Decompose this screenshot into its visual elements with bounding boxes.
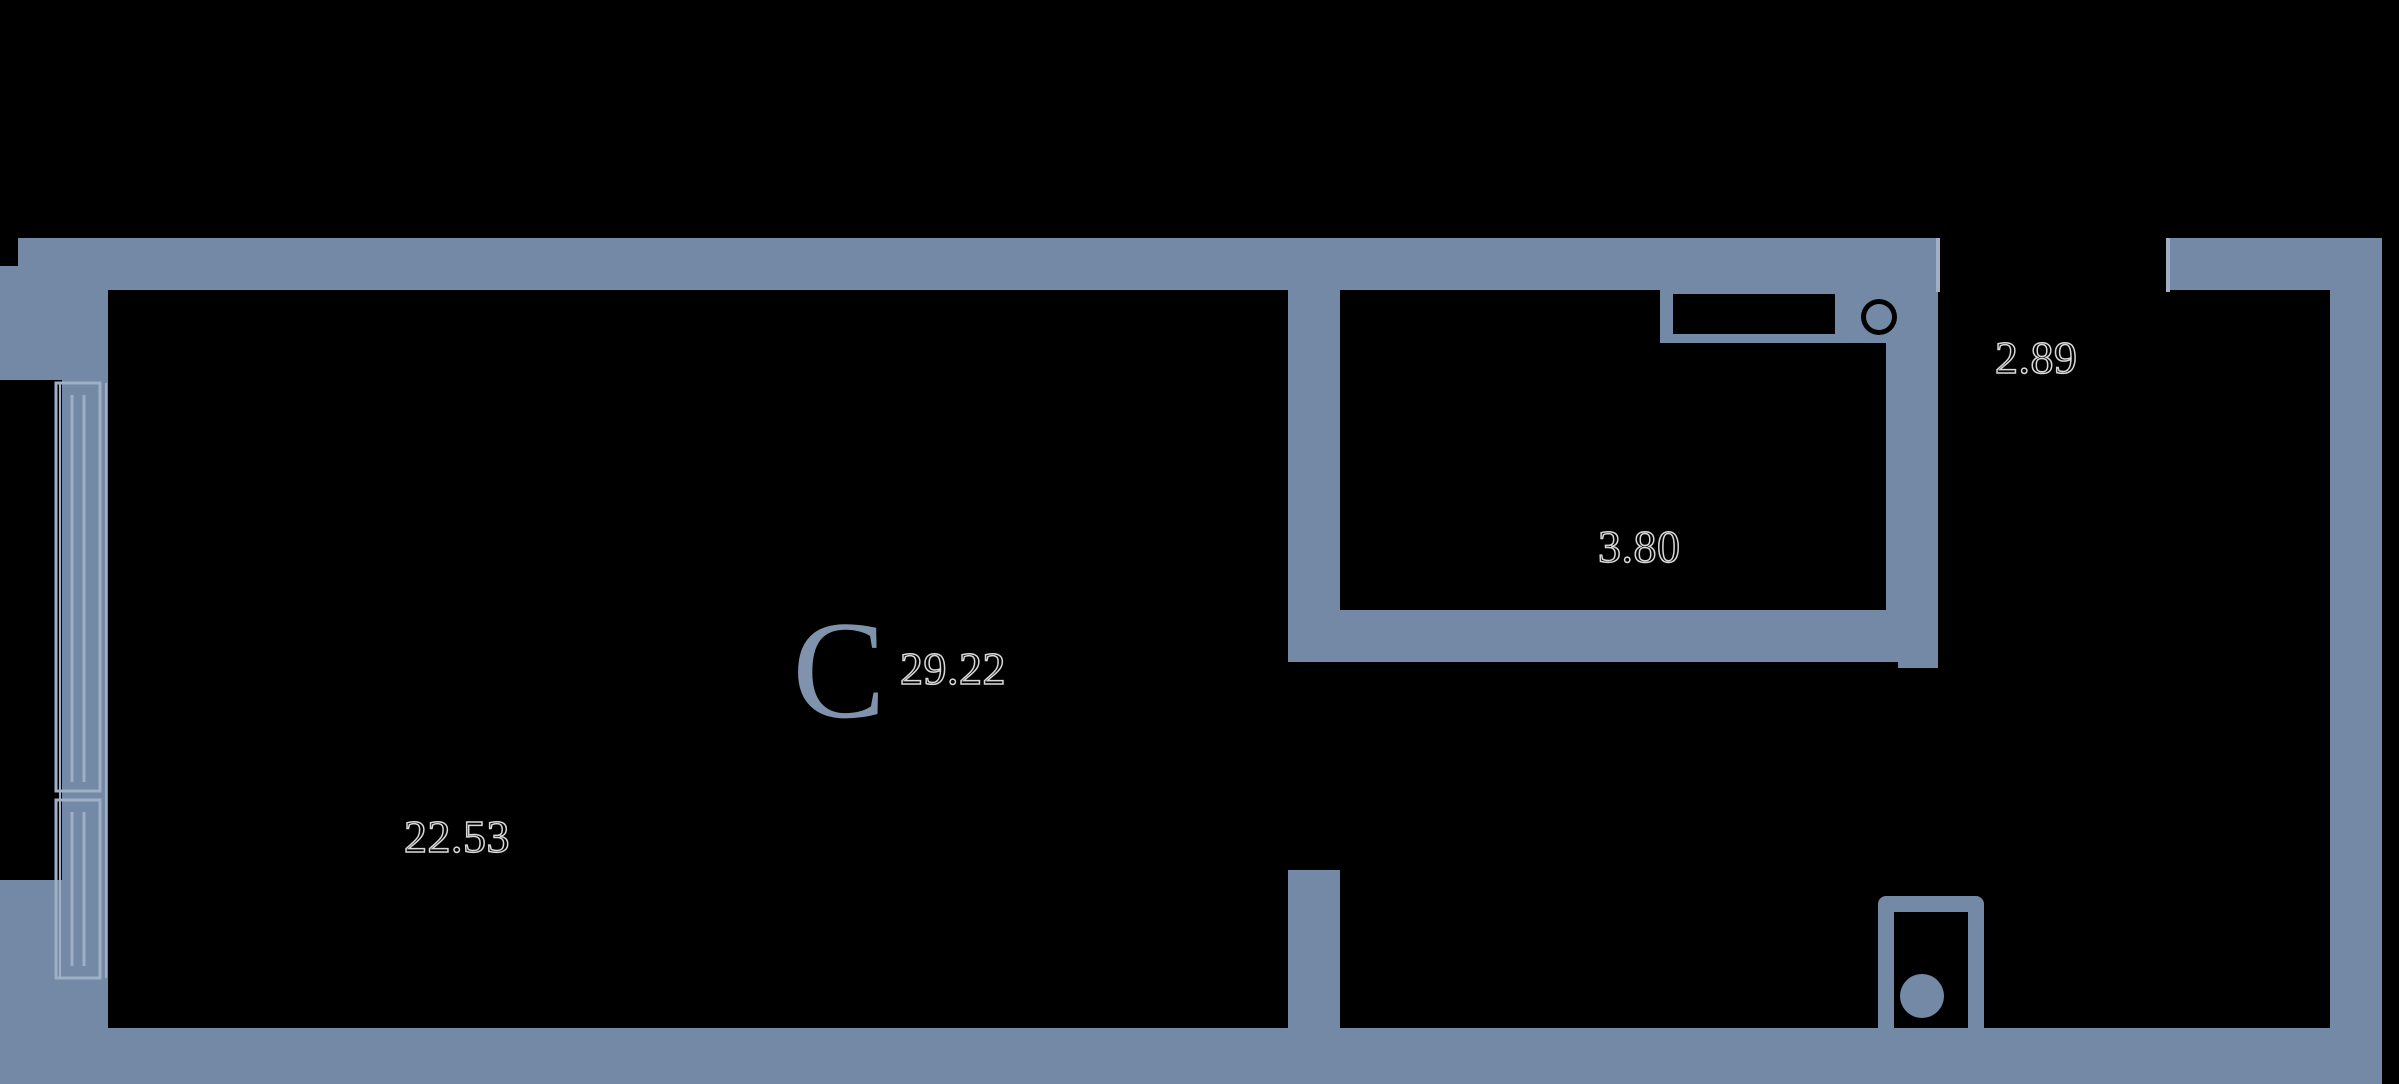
wall-right (2330, 238, 2382, 1084)
windows (54, 381, 107, 980)
door-jambs (1936, 238, 2170, 292)
hallway-area-label: 2.89 (1994, 331, 2078, 384)
partition-bath-corner-nib (1898, 628, 1938, 668)
wall-left-upper-nib (18, 238, 62, 270)
toilet-icon (1878, 896, 1984, 1036)
window-left-upper-frame (54, 381, 102, 793)
wall-left-lower (0, 880, 62, 1040)
bathroom-fixtures (1660, 285, 1984, 1036)
interior-partitions (1288, 290, 1938, 1034)
window-left-lower-frame (54, 798, 102, 980)
unit-type-badge: C (792, 593, 886, 748)
exterior-walls (0, 238, 2382, 1084)
bathroom-area-label: 3.80 (1597, 520, 1681, 573)
wall-top-right (2168, 238, 2382, 290)
partition-bath-bottom (1288, 610, 1926, 662)
partition-vertical-lower (1288, 870, 1340, 1034)
wall-top-left (18, 238, 1940, 290)
partition-vertical-upper (1288, 290, 1340, 662)
sink-drain-icon (1866, 304, 1892, 330)
total-area-label: 29.22 (899, 642, 1006, 695)
wall-left-upper (0, 266, 62, 380)
toilet-bowl-icon (1900, 974, 1944, 1018)
bathtub-inner (1673, 294, 1835, 334)
wall-bottom (0, 1028, 2382, 1084)
living-room-area-label: 22.53 (403, 810, 510, 863)
